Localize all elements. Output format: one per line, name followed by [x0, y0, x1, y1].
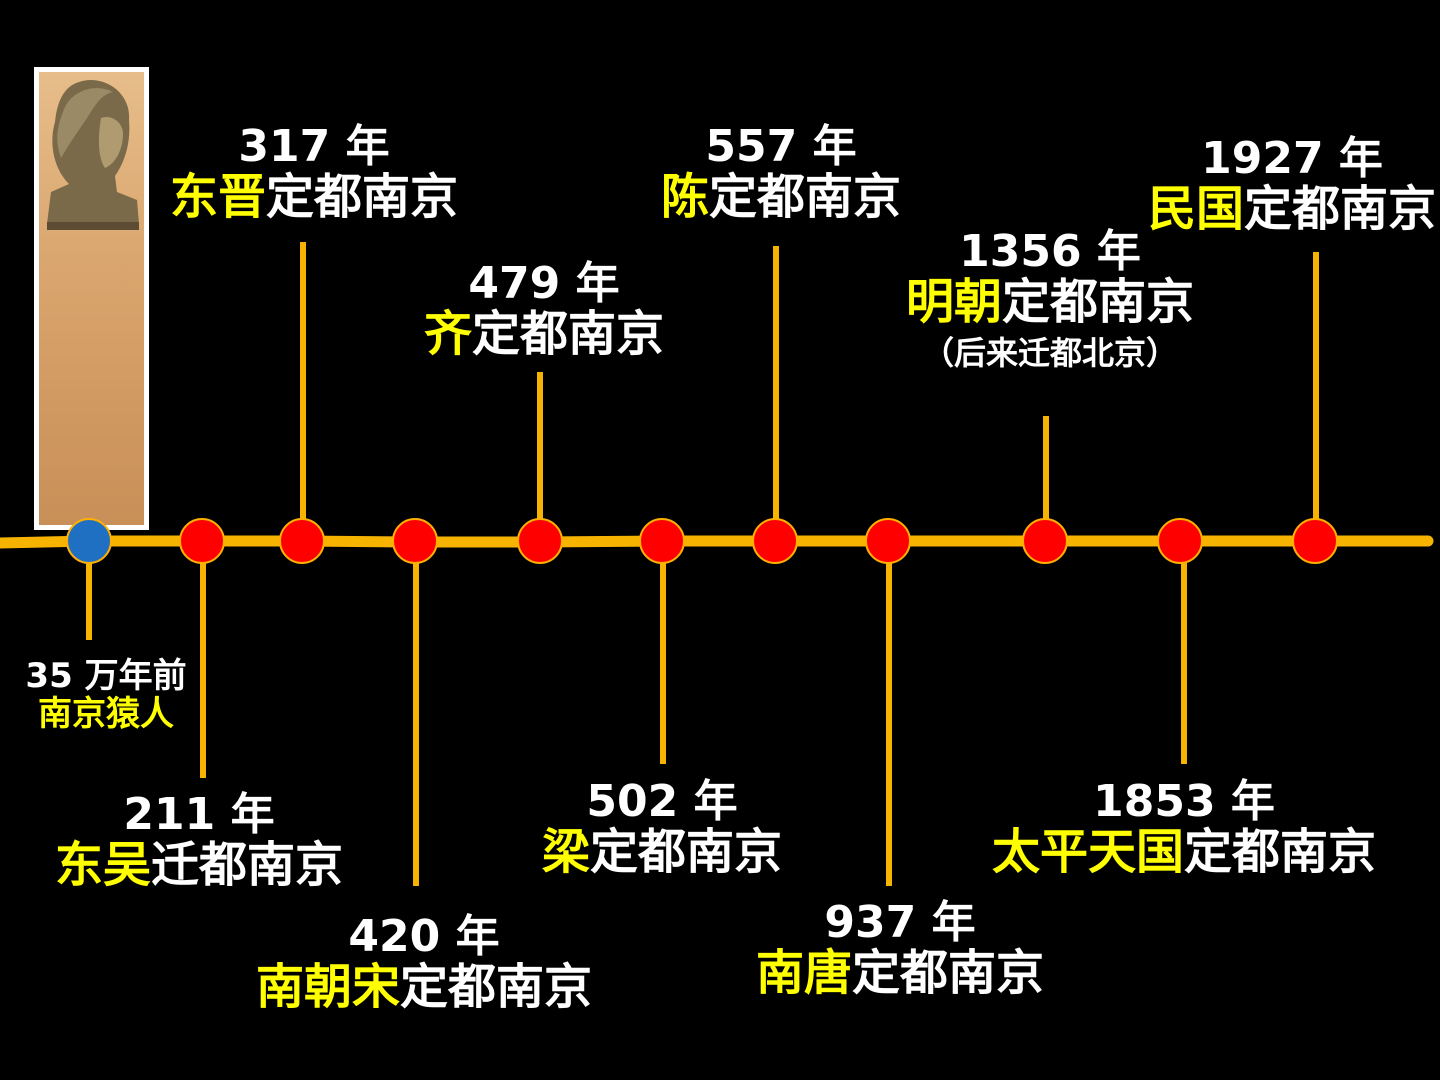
peking-man-bust-image	[34, 67, 149, 530]
event-name: 南京猿人	[38, 694, 174, 735]
event-action: 定都南京	[400, 959, 593, 1016]
dynasty-name: 陈	[660, 169, 709, 226]
event-year: 557 年	[705, 121, 857, 172]
event-action: 定都南京	[590, 824, 783, 881]
dot-35wan	[66, 518, 112, 564]
dot-317	[279, 518, 325, 564]
dynasty-name: 齐	[423, 306, 472, 363]
event-year: 479 年	[468, 258, 620, 309]
dynasty-name: 太平天国	[991, 824, 1184, 881]
event-year: 937 年	[824, 897, 976, 948]
event-action: 定都南京	[852, 945, 1045, 1002]
event-label-420: 420 年 南朝宋定都南京	[256, 912, 592, 1015]
event-year: 211 年	[123, 789, 275, 840]
dot-1927	[1292, 518, 1338, 564]
dot-479	[517, 518, 563, 564]
event-label-1927: 1927 年 民国定都南京	[1148, 134, 1436, 237]
event-note: （后来迁都北京）	[921, 334, 1178, 373]
event-year: 1356 年	[959, 226, 1141, 277]
event-year: 502 年	[586, 776, 738, 827]
event-year: 1927 年	[1201, 133, 1383, 184]
event-label-479: 479 年 齐定都南京	[424, 259, 664, 362]
event-label-937: 937 年 南唐定都南京	[756, 898, 1044, 1001]
event-action: 定都南京	[1244, 181, 1437, 238]
dot-1356	[1022, 518, 1068, 564]
event-label-557: 557 年 陈定都南京	[661, 122, 901, 225]
dot-420	[392, 518, 438, 564]
event-year: 35 万年前	[25, 656, 187, 696]
event-action: 迁都南京	[151, 837, 344, 894]
event-action: 定都南京	[1002, 274, 1195, 331]
event-action: 定都南京	[1184, 824, 1377, 881]
event-year: 420 年	[348, 911, 500, 962]
event-year: 1853 年	[1093, 776, 1275, 827]
event-label-211: 211 年 东吴迁都南京	[55, 790, 343, 893]
dynasty-name: 明朝	[905, 274, 1002, 331]
event-year: 317 年	[238, 121, 390, 172]
dot-1853	[1157, 518, 1203, 564]
event-label-1853: 1853 年 太平天国定都南京	[992, 777, 1376, 880]
dynasty-name: 民国	[1147, 181, 1244, 238]
event-action: 定都南京	[472, 306, 665, 363]
event-label-502: 502 年 梁定都南京	[542, 777, 782, 880]
dynasty-name: 南唐	[755, 945, 852, 1002]
dot-211	[179, 518, 225, 564]
event-action: 定都南京	[266, 169, 459, 226]
dot-557	[752, 518, 798, 564]
dot-502	[639, 518, 685, 564]
event-action: 定都南京	[709, 169, 902, 226]
dot-937	[865, 518, 911, 564]
dynasty-name: 梁	[541, 824, 590, 881]
dynasty-name: 东吴	[54, 837, 151, 894]
event-label-317: 317 年 东晋定都南京	[170, 122, 458, 225]
event-label-1356: 1356 年 明朝定都南京 （后来迁都北京）	[906, 227, 1194, 372]
dynasty-name: 南朝宋	[255, 959, 400, 1016]
dynasty-name: 东晋	[169, 169, 266, 226]
event-label-35wan: 35 万年前 南京猿人	[25, 657, 186, 733]
